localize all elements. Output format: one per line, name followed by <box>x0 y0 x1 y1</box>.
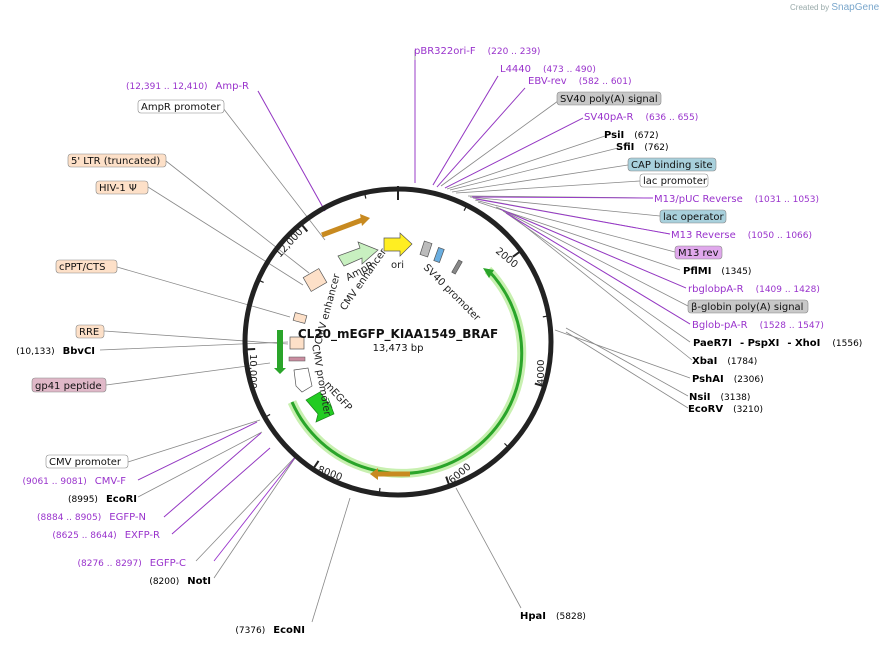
megfp-feature <box>305 391 335 423</box>
gp41-label: gp41 peptide <box>35 381 102 392</box>
tick-1000 <box>463 206 467 211</box>
plasmid-length: 13,473 bp <box>373 343 424 354</box>
xbai-label: XbaI(1784) <box>692 356 757 367</box>
m13-reverse-label: M13 Reverse(1050 .. 1066) <box>671 230 812 241</box>
psii-label: PsiI(672) <box>604 130 658 141</box>
rre-feature <box>289 336 305 350</box>
ampr-feature <box>337 241 379 267</box>
orange-arrow-top <box>321 217 363 238</box>
tick-6000 <box>445 476 450 485</box>
lac-operator-label: lac operator <box>663 212 724 223</box>
pfimi-label: PflMI(1345) <box>683 266 751 277</box>
egfp-c-label: (8276 .. 8297)EGFP-C <box>77 558 186 569</box>
sv40pa-r-label: SV40pA-R(636 .. 655) <box>584 112 698 123</box>
bglob-polya-box <box>687 299 809 314</box>
cmv-promoter-box-label: CMV promoter <box>49 457 122 468</box>
sv40-feature-small <box>451 259 463 275</box>
lac-feature <box>433 246 445 264</box>
paer7i-label: PaeR7I- PspXI- XhoI(1556) <box>693 338 862 349</box>
tick-4000 <box>534 382 543 387</box>
nsii-label: NsiI(3138) <box>689 392 750 403</box>
egfp-n-label: (8884 .. 8905)EGFP-N <box>37 512 146 523</box>
ltr-label: 5' LTR (truncated) <box>71 156 160 167</box>
tick-13000 <box>364 194 367 199</box>
sv40-polya-box <box>556 91 662 106</box>
hiv-psi-label: HIV-1 Ψ <box>99 183 137 194</box>
sv40-promoter-feature <box>419 240 433 258</box>
gp41-box <box>31 377 107 393</box>
cmv-enhancer-left-feature <box>274 330 286 374</box>
cap-box <box>627 157 717 172</box>
hpai-label: HpaI(5828) <box>520 611 586 622</box>
primer-connector-lines <box>137 60 691 562</box>
cppt-feature <box>292 312 308 324</box>
rre-label: RRE <box>79 327 99 338</box>
rbglobpa-r-label: rbglobpA-R(1409 .. 1428) <box>688 284 820 295</box>
lac-operator-box <box>659 209 727 224</box>
credit-prefix: Created by <box>790 3 830 12</box>
tick-2000 <box>512 251 520 258</box>
tick-9000 <box>266 413 271 417</box>
cppt-label: cPPT/CTS <box>59 262 105 273</box>
econi-label: (7376)EcoNI <box>235 625 305 636</box>
pbr322ori-f-label: pBR322ori-F(220 .. 239) <box>414 46 540 57</box>
ampr-promoter-label: AmpR promoter <box>141 102 221 113</box>
gp41-feature <box>288 356 306 362</box>
noti-label: (8200)NotI <box>149 576 211 587</box>
tick-label-2000: 2000 <box>493 246 520 271</box>
sfii-label: SfiI(762) <box>616 142 669 153</box>
cmv-enhancer-feature-top <box>302 268 328 292</box>
pshai-label: PshAI(2306) <box>692 374 764 385</box>
ori-label: ori <box>391 260 404 271</box>
tick-11000 <box>259 280 264 283</box>
lac-promoter-box <box>639 173 709 188</box>
cmv-promoter-feature <box>293 367 313 393</box>
orange-arrow-top-head <box>360 214 370 226</box>
ebv-rev-label: EBV-rev(582 .. 601) <box>528 76 632 87</box>
orange-arrow-bottom-head <box>370 468 378 480</box>
tick-label-4000: 4000 <box>536 360 547 385</box>
cmv-promoter-box <box>45 454 129 469</box>
left-labels: (12,391 .. 12,410)Amp-R (10,133)BbvCI (9… <box>16 81 305 636</box>
snapgene-credit: Created by SnapGene <box>790 2 879 13</box>
kiaa1549-braf-arc-core <box>290 268 524 475</box>
bbvci-label: (10,133)BbvCI <box>16 346 95 357</box>
rre-box <box>75 324 105 339</box>
tick-marks <box>247 194 547 492</box>
m13-rev-box <box>674 245 723 260</box>
snapgene-brand: SnapGene <box>831 2 880 13</box>
lac-promoter-label: lac promoter <box>643 176 708 187</box>
plasmid-name: CL20_mEGFP_KIAA1549_BRAF <box>298 327 498 342</box>
m13-rev-label: M13 rev <box>678 248 719 259</box>
bglob-polya-label: β-globin poly(A) signal <box>691 302 803 313</box>
feature-boxes: SV40 poly(A) signal CAP binding site lac… <box>31 91 809 469</box>
m13-puc-reverse-label: M13/pUC Reverse(1031 .. 1053) <box>654 194 819 205</box>
tick-label-10000: 10,000 <box>247 354 258 389</box>
bglob-pa-r-label: Bglob-pA-R(1528 .. 1547) <box>692 320 824 331</box>
ecori-label: (8995)EcoRI <box>68 494 137 505</box>
ecorv-label: EcoRV(3210) <box>688 404 763 415</box>
insert-arrow-head <box>483 268 494 278</box>
ampr-promoter-box <box>137 99 225 114</box>
cmv-f-label: (9061 .. 9081)CMV-F <box>22 476 126 487</box>
ori-feature <box>383 232 413 257</box>
sv40-polya-label: SV40 poly(A) signal <box>560 94 658 105</box>
right-labels: pBR322ori-F(220 .. 239) L4440(473 .. 490… <box>414 46 862 622</box>
tick-12000 <box>301 224 309 233</box>
cap-label: CAP binding site <box>631 160 713 171</box>
hiv-psi-box <box>95 180 149 195</box>
tick-5000 <box>504 442 508 447</box>
cppt-box <box>55 259 118 274</box>
l4440-label: L4440(473 .. 490) <box>500 64 596 75</box>
ltr-box <box>67 153 167 168</box>
exfp-r-label: (8625 .. 8644)EXFP-R <box>52 530 160 541</box>
tick-3000 <box>542 315 547 318</box>
amp-r-label: (12,391 .. 12,410)Amp-R <box>126 81 249 92</box>
tick-8000 <box>313 460 320 469</box>
